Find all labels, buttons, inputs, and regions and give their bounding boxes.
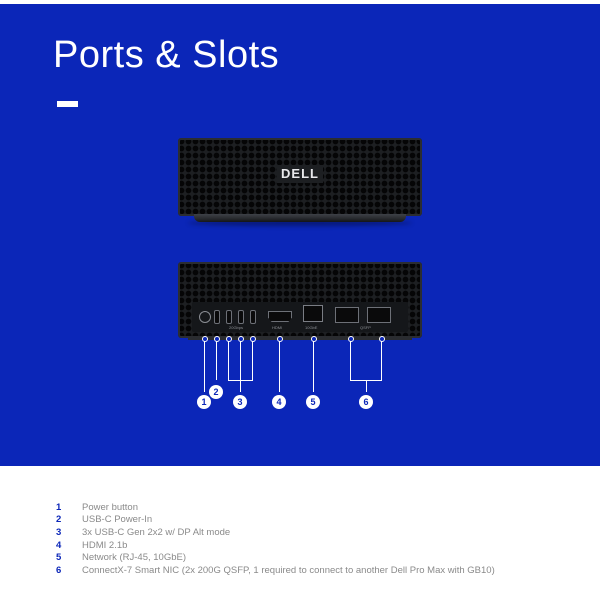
- callout-1: 1: [197, 395, 211, 409]
- leader-line-2: [216, 340, 217, 380]
- port-dot-3c: [250, 336, 256, 342]
- port-dot-4: [277, 336, 283, 342]
- network-rj45-port: [303, 305, 323, 322]
- legend-text: USB-C Power-In: [82, 514, 153, 526]
- usbc-group-label: 20Gbps: [229, 325, 244, 330]
- network-port-label: 10GbE: [305, 325, 318, 330]
- legend-number: 1: [56, 501, 62, 513]
- legend-row: 1 Power button: [56, 501, 576, 514]
- port-dot-6b: [379, 336, 385, 342]
- usbc-port-1: [226, 310, 232, 324]
- legend-number: 2: [56, 514, 62, 526]
- legend-text: Network (RJ-45, 10GbE): [82, 552, 187, 564]
- legend-row: 4 HDMI 2.1b: [56, 539, 576, 552]
- leader-line-1: [204, 340, 205, 392]
- callout-3: 3: [233, 395, 247, 409]
- hdmi-port: [268, 311, 292, 322]
- leader-line-6a: [350, 340, 351, 380]
- device-front-base: [194, 214, 406, 222]
- qsfp-port-1: [335, 307, 359, 323]
- legend-row: 3 3x USB-C Gen 2x2 w/ DP Alt mode: [56, 526, 576, 539]
- leader-line-3a: [228, 340, 229, 380]
- power-button-port: [199, 311, 211, 323]
- hero-panel: [0, 4, 600, 466]
- legend-row: 5 Network (RJ-45, 10GbE): [56, 551, 576, 564]
- port-dot-1: [202, 336, 208, 342]
- legend-text: Power button: [82, 501, 138, 513]
- callout-6: 6: [359, 395, 373, 409]
- port-dot-6a: [348, 336, 354, 342]
- leader-line-4: [279, 340, 280, 392]
- port-dot-3b: [238, 336, 244, 342]
- page-title: Ports & Slots: [53, 34, 280, 76]
- legend-number: 6: [56, 564, 62, 576]
- legend-row: 6 ConnectX-7 Smart NIC (2x 200G QSFP, 1 …: [56, 564, 576, 577]
- legend-row: 2 USB-C Power-In: [56, 514, 576, 527]
- qsfp-port-label: QSFP: [360, 325, 371, 330]
- qsfp-port-2: [367, 307, 391, 323]
- legend-text: 3x USB-C Gen 2x2 w/ DP Alt mode: [82, 526, 231, 538]
- port-dot-2: [214, 336, 220, 342]
- device-rear-base: [188, 336, 412, 340]
- legend-number: 4: [56, 539, 62, 551]
- leader-line-3b: [240, 340, 241, 392]
- title-underline: [57, 101, 78, 107]
- usbc-port-3: [250, 310, 256, 324]
- leader-line-3c: [252, 340, 253, 380]
- leader-line-5: [313, 340, 314, 392]
- leader-line-6b: [381, 340, 382, 380]
- legend-text: ConnectX-7 Smart NIC (2x 200G QSFP, 1 re…: [82, 564, 495, 576]
- hdmi-port-label: HDMI: [272, 325, 283, 330]
- usbc-power-in-port: [214, 310, 220, 324]
- device-front-shadow: [188, 220, 412, 226]
- leader-line-6c: [366, 380, 367, 392]
- callout-2: 2: [209, 385, 223, 399]
- legend-number: 3: [56, 526, 62, 538]
- callout-4: 4: [272, 395, 286, 409]
- usbc-port-2: [238, 310, 244, 324]
- legend-text: HDMI 2.1b: [82, 539, 128, 551]
- dell-logo: DELL: [277, 165, 323, 183]
- callout-5: 5: [306, 395, 320, 409]
- ports-legend: 1 Power button 2 USB-C Power-In 3 3x USB…: [56, 501, 576, 577]
- port-dot-5: [311, 336, 317, 342]
- leader-bracket-3: [228, 380, 253, 381]
- legend-number: 5: [56, 552, 62, 564]
- port-dot-3a: [226, 336, 232, 342]
